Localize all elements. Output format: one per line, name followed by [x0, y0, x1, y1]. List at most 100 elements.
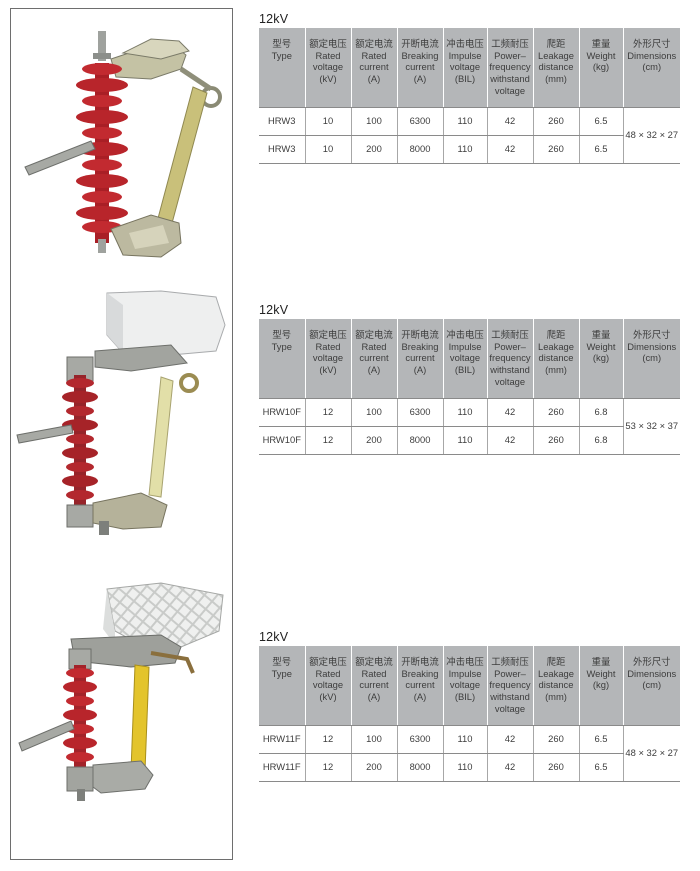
- cell-withstand-voltage: 42: [486, 725, 533, 754]
- cell-weight: 6.8: [578, 398, 623, 427]
- cell-leakage-distance: 260: [532, 135, 579, 164]
- table-row: HRW11F 12 200 8000 110 42 260 6.5: [259, 753, 680, 782]
- cell-impulse-voltage: 110: [442, 426, 487, 455]
- cell-weight: 6.5: [578, 725, 623, 754]
- cell-dimensions: 48 × 32 × 27: [622, 725, 680, 782]
- cell-dimensions: 48 × 32 × 27: [622, 107, 680, 164]
- product-photo-panel: [10, 8, 233, 860]
- table-row: HRW10F 12 100 6300 110 42 260 6.8 53 × 3…: [259, 398, 680, 455]
- cell-breaking-current: 6300: [396, 107, 443, 136]
- table-row: HRW3 10 100 6300 110 42 260 6.5 48 × 32 …: [259, 107, 680, 164]
- voltage-class-label: 12kV: [259, 630, 289, 644]
- cell-type: HRW10F: [259, 426, 305, 455]
- cell-impulse-voltage: 110: [442, 753, 487, 782]
- cell-leakage-distance: 260: [532, 398, 579, 427]
- cell-rated-voltage: 12: [304, 725, 351, 754]
- voltage-class-label: 12kV: [259, 303, 289, 317]
- cell-rated-current: 200: [350, 426, 397, 455]
- cell-rated-voltage: 12: [304, 753, 351, 782]
- cell-weight: 6.5: [578, 753, 623, 782]
- cell-leakage-distance: 260: [532, 753, 579, 782]
- cell-type: HRW3: [259, 107, 305, 136]
- cell-withstand-voltage: 42: [486, 107, 533, 136]
- product-photo-hrw10f: [11, 285, 234, 555]
- table-row: HRW3 10 200 8000 110 42 260 6.5: [259, 135, 680, 164]
- cell-breaking-current: 8000: [396, 753, 443, 782]
- fuse-cutout-illustration-hrw10f: [16, 290, 226, 535]
- cell-weight: 6.5: [578, 135, 623, 164]
- cell-rated-current: 100: [350, 725, 397, 754]
- cell-withstand-voltage: 42: [486, 753, 533, 782]
- cell-leakage-distance: 260: [532, 725, 579, 754]
- cell-rated-voltage: 12: [304, 398, 351, 427]
- product-photo-hrw3: [11, 29, 234, 269]
- cell-rated-voltage: 12: [304, 426, 351, 455]
- voltage-class-label: 12kV: [259, 12, 289, 26]
- cell-leakage-distance: 260: [532, 426, 579, 455]
- cell-impulse-voltage: 110: [442, 725, 487, 754]
- cell-impulse-voltage: 110: [442, 107, 487, 136]
- fuse-cutout-illustration-hrw3: [24, 31, 222, 258]
- cell-withstand-voltage: 42: [486, 426, 533, 455]
- product-photo-hrw11f: [11, 575, 234, 835]
- cell-withstand-voltage: 42: [486, 398, 533, 427]
- table-row: HRW10F 12 200 8000 110 42 260 6.8: [259, 426, 680, 455]
- cell-rated-current: 100: [350, 398, 397, 427]
- cell-rated-voltage: 10: [304, 135, 351, 164]
- cell-rated-current: 100: [350, 107, 397, 136]
- cell-leakage-distance: 260: [532, 107, 579, 136]
- fuse-cutout-illustration-hrw11f: [18, 582, 224, 801]
- cell-breaking-current: 8000: [396, 426, 443, 455]
- cell-breaking-current: 6300: [396, 725, 443, 754]
- cell-rated-current: 200: [350, 753, 397, 782]
- cell-breaking-current: 8000: [396, 135, 443, 164]
- cell-type: HRW11F: [259, 753, 305, 782]
- cell-type: HRW3: [259, 135, 305, 164]
- cell-type: HRW11F: [259, 725, 305, 754]
- cell-rated-current: 200: [350, 135, 397, 164]
- cell-impulse-voltage: 110: [442, 398, 487, 427]
- cell-type: HRW10F: [259, 398, 305, 427]
- cell-withstand-voltage: 42: [486, 135, 533, 164]
- cell-weight: 6.8: [578, 426, 623, 455]
- cell-impulse-voltage: 110: [442, 135, 487, 164]
- cell-dimensions: 53 × 32 × 37: [622, 398, 680, 455]
- cell-rated-voltage: 10: [304, 107, 351, 136]
